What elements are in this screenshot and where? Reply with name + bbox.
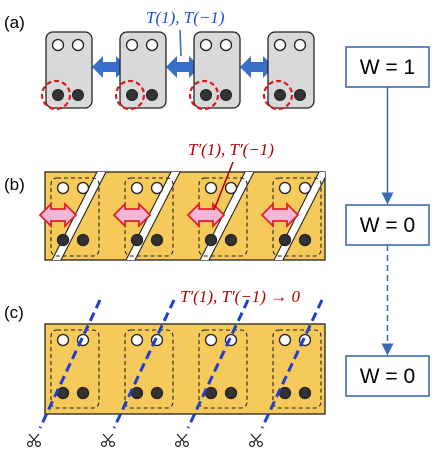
yellow-chain-c — [44, 323, 326, 415]
sites-b — [56, 181, 312, 247]
highlight-circle — [262, 79, 294, 111]
annotation-pointer — [213, 161, 234, 211]
cut-lines — [38, 299, 324, 429]
unit-cell — [119, 31, 167, 109]
winding-label-3: W = 0 — [360, 365, 415, 388]
weak-hopping-arrow — [112, 201, 152, 229]
hopping-arrow — [166, 56, 200, 78]
hopping-arrow — [92, 56, 127, 78]
dashed-cell — [50, 329, 100, 409]
annotation-c: T′(1), T′(−1) → 0 — [180, 287, 300, 306]
highlight-circle — [40, 79, 72, 111]
panel-label-b: (b) — [4, 175, 25, 194]
dashed-cell-group-c — [50, 329, 322, 409]
cut-line — [260, 299, 324, 429]
highlight-circle — [188, 79, 220, 111]
winding-box-2: W = 0 — [345, 204, 430, 246]
hopping-arrow — [240, 56, 274, 78]
winding-box-1: W = 1 — [345, 46, 430, 88]
highlight-circle-group — [40, 79, 294, 111]
scissors-icon — [248, 433, 264, 448]
unit-cell — [267, 31, 315, 109]
annotation-a: T(1), T(−1) — [146, 8, 225, 27]
dashed-cell — [124, 329, 174, 409]
winding-label-2: W = 0 — [360, 214, 415, 237]
dashed-cell — [198, 329, 248, 409]
cut-line — [186, 299, 250, 429]
unit-cell — [193, 31, 241, 109]
unit-cell — [45, 31, 93, 109]
panel-label-a: (a) — [4, 13, 25, 32]
dashed-cell — [272, 329, 322, 409]
scissors-icon — [100, 433, 116, 448]
annotation-b: T′(1), T′(−1) — [188, 140, 274, 159]
annotation-pointer — [179, 29, 182, 57]
highlight-circle — [114, 79, 146, 111]
panel-label-c: (c) — [4, 303, 24, 322]
winding-box-3: W = 0 — [345, 355, 430, 397]
weak-hopping-arrow — [38, 201, 78, 229]
scissors-icon — [174, 433, 190, 448]
cut-line — [112, 299, 176, 429]
scissors-icon — [26, 433, 42, 448]
cut-line — [38, 299, 102, 429]
weak-hopping-arrow — [260, 201, 300, 229]
winding-label-1: W = 1 — [360, 56, 415, 79]
